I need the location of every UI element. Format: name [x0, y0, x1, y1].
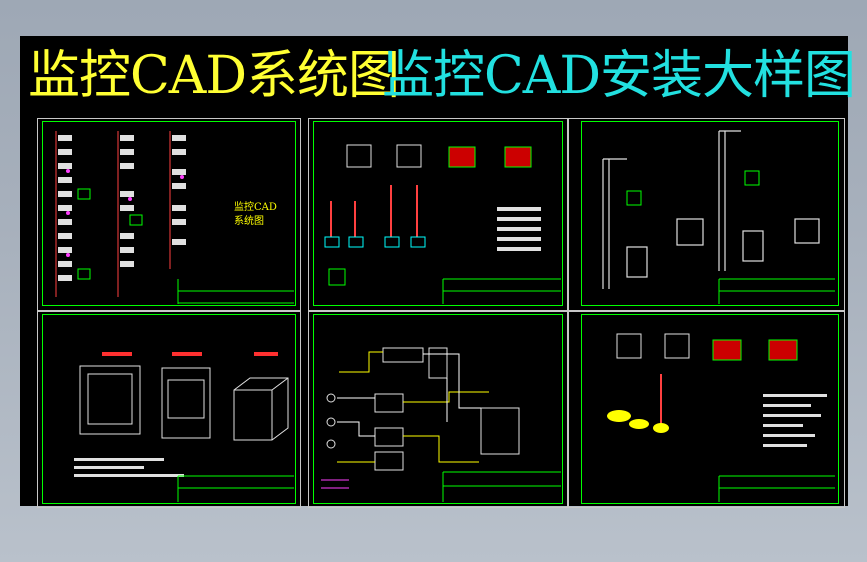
system-diagram-drawing: [55, 131, 294, 304]
camera-detail-drawing: [324, 144, 561, 304]
wiring-diagram-drawing: [321, 347, 561, 502]
system-diagram-label-1: 监控CAD: [234, 202, 277, 213]
install-detail-drawing: [607, 333, 835, 502]
panel-frame: [581, 314, 839, 504]
panel-frame: [581, 121, 839, 306]
panel-camera-detail[interactable]: [308, 118, 568, 311]
panel-frame: [42, 121, 296, 306]
cad-canvas: [20, 36, 848, 506]
panel-frame: [313, 121, 563, 306]
panel-install-detail[interactable]: [568, 311, 845, 508]
cabinet-detail-drawing: [74, 352, 294, 502]
panel-frame: [313, 314, 563, 504]
panel-pole-detail[interactable]: [568, 118, 845, 311]
system-diagram-label-2: 系统图: [234, 216, 264, 227]
panel-wiring-diagram[interactable]: [308, 311, 568, 508]
pole-detail-drawing: [602, 130, 835, 304]
panel-system-diagram[interactable]: 监控CAD 系统图: [37, 118, 301, 311]
title-system-diagram: 监控CAD系统图: [28, 46, 400, 106]
panel-frame: [42, 314, 296, 504]
panel-cabinet-detail[interactable]: [37, 311, 301, 508]
title-install-detail: 监控CAD安装大样图: [382, 46, 856, 106]
